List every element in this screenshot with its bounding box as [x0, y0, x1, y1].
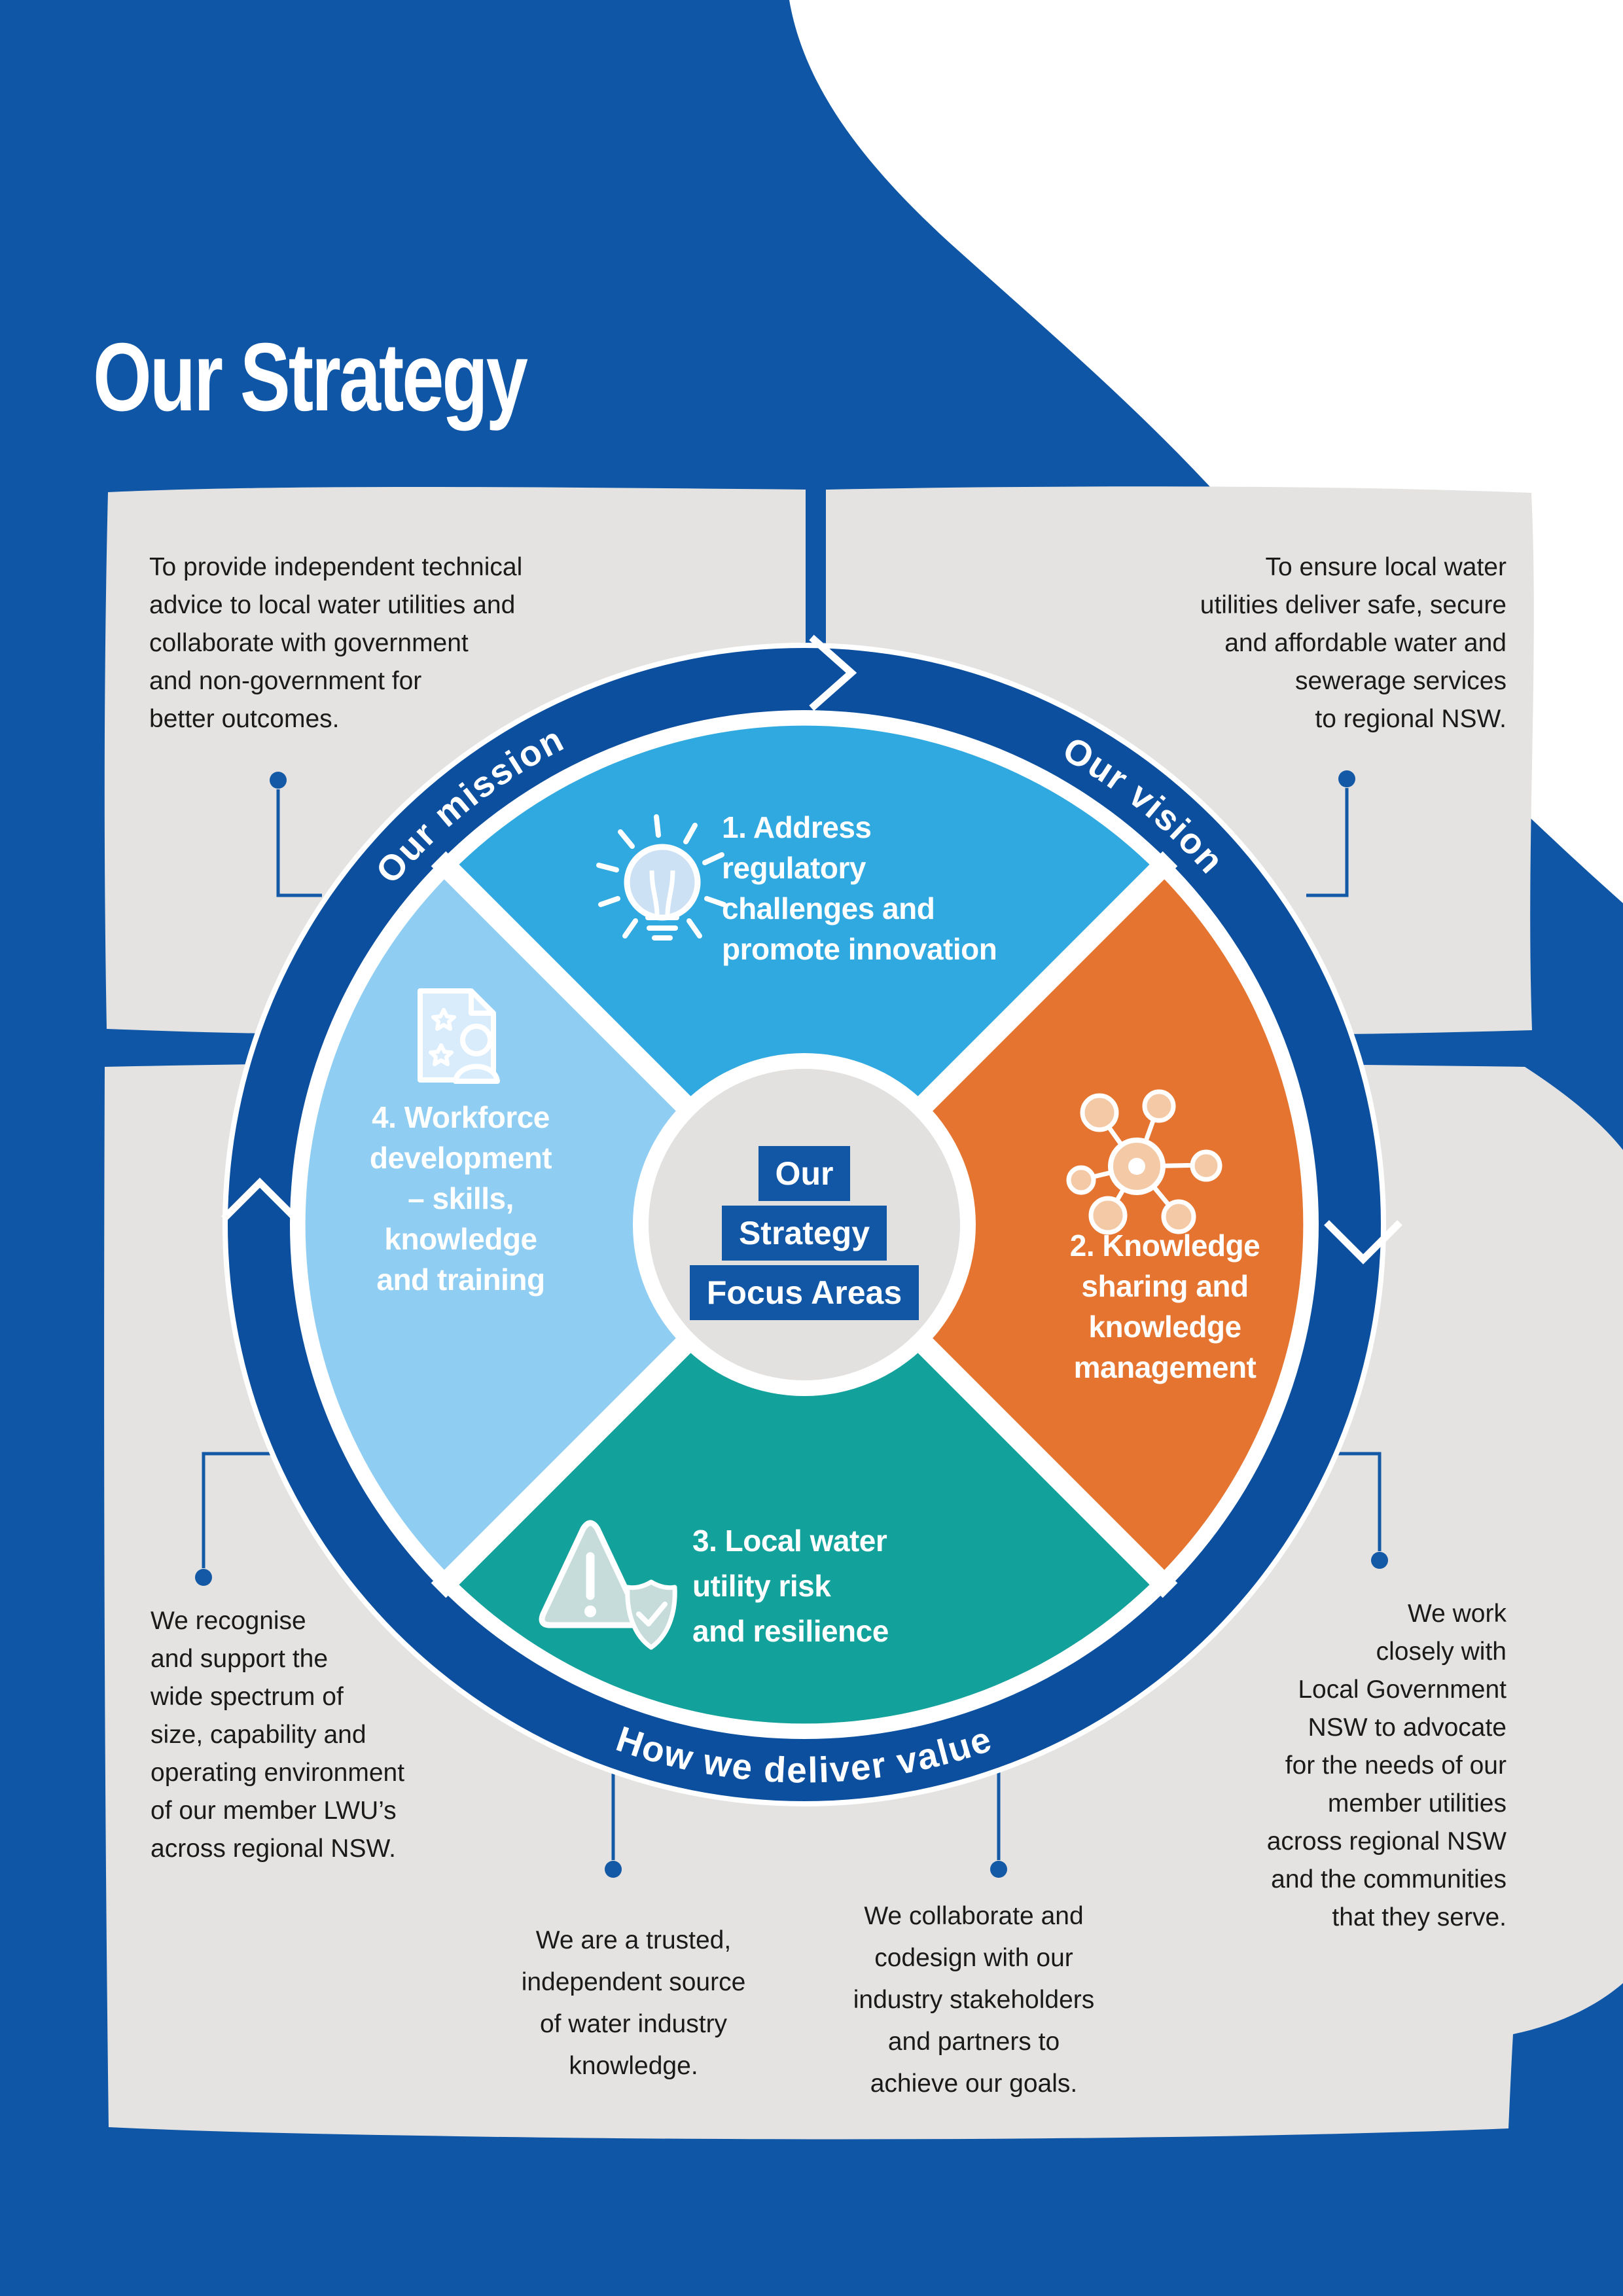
text-line: for the needs of our — [1285, 1751, 1507, 1780]
value-spectrum-statement: We recognise and support the wide spectrum… — [151, 1602, 609, 1868]
value-trusted-statement: We are a trusted, independent source of wa… — [437, 1920, 830, 2087]
advocate-connector — [1334, 1452, 1382, 1551]
certificate-person-icon — [418, 988, 500, 1084]
text-line: 2. Knowledge — [1069, 1229, 1260, 1263]
text-line: To provide independent technical — [149, 553, 523, 581]
text-line: To ensure local water — [1265, 553, 1507, 581]
text-line: wide spectrum of — [151, 1683, 344, 1711]
quadrant-4-workforce — [305, 872, 683, 1577]
connector-lines — [202, 788, 1382, 1860]
text-line: and resilience — [692, 1614, 889, 1648]
quadrant-3-risk-resilience — [452, 1346, 1157, 1724]
chevron-down-icon — [1324, 1220, 1402, 1265]
text-line: advice to local water utilities and — [149, 591, 516, 619]
text-line: codesign with our — [874, 1944, 1073, 1972]
center-focus-areas-label: Our Strategy Focus Areas — [673, 1146, 935, 1320]
text-line: utilities deliver safe, secure — [1200, 591, 1507, 619]
text-line: We work — [1408, 1600, 1507, 1628]
text-line: operating environment — [151, 1759, 405, 1787]
value-collaborate-statement: We collaborate and codesign with our indus… — [777, 1895, 1170, 2105]
quadrant-4-label: 4. Workforce development – skills, knowledg… — [264, 1097, 657, 1300]
text-line: and support the — [151, 1645, 329, 1673]
text-line: size, capability and — [151, 1721, 366, 1749]
connector-dot — [1371, 1552, 1388, 1569]
text-line: promote innovation — [722, 932, 997, 966]
center-box-strategy: Strategy — [721, 1206, 887, 1261]
network-icon — [1066, 1089, 1222, 1235]
text-line: and affordable water and — [1224, 629, 1507, 657]
mission-connector — [276, 789, 322, 897]
text-line: 3. Local water — [692, 1524, 887, 1558]
text-line: – skills, — [408, 1181, 514, 1215]
text-line: of our member LWU’s — [151, 1797, 397, 1825]
text-line: challenges and — [722, 891, 935, 925]
text-line: across regional NSW. — [151, 1835, 396, 1863]
spectrum-connector — [202, 1452, 275, 1568]
quadrant-3-label: 3. Local water utility risk and resilience — [692, 1518, 889, 1654]
text-line: independent source — [521, 1968, 746, 1996]
text-line: knowledge — [384, 1222, 537, 1256]
connector-dot — [605, 1861, 622, 1878]
text-line: and partners to — [887, 2028, 1060, 2056]
text-line: across regional NSW — [1266, 1827, 1507, 1856]
text-line: regulatory — [722, 851, 866, 885]
warning-shield-icon — [539, 1520, 677, 1650]
quadrant-1-address-regulatory — [452, 725, 1157, 1103]
text-line: Local Government — [1298, 1676, 1507, 1704]
chevron-right-icon — [809, 634, 857, 711]
text-line: knowledge — [1088, 1310, 1241, 1344]
text-line: achieve our goals. — [870, 2070, 1078, 2098]
vision-statement: To ensure local water utilities deliver s… — [1008, 548, 1507, 738]
text-line: of water industry — [539, 2010, 728, 2038]
text-line: that they serve. — [1332, 1903, 1507, 1931]
text-line: knowledge. — [569, 2052, 698, 2080]
text-line: sewerage services — [1295, 667, 1507, 695]
connector-dot — [270, 772, 287, 789]
text-line: sharing and — [1081, 1269, 1249, 1303]
text-line: closely with — [1376, 1638, 1507, 1666]
text-line: management — [1073, 1350, 1257, 1384]
connector-dot — [195, 1569, 212, 1586]
center-box-focus-areas: Focus Areas — [689, 1265, 919, 1320]
text-line: We are a trusted, — [535, 1926, 732, 1954]
text-line: We recognise — [151, 1607, 306, 1635]
text-line: collaborate with government — [149, 629, 469, 657]
center-box-our: Our — [758, 1146, 851, 1201]
text-line: We collaborate and — [864, 1902, 1084, 1930]
text-line: utility risk — [692, 1569, 831, 1603]
text-line: development — [369, 1141, 552, 1175]
text-line: industry stakeholders — [853, 1986, 1095, 2014]
text-line: and training — [376, 1263, 545, 1297]
chevron-up-icon — [221, 1177, 298, 1221]
text-line: 1. Address — [722, 810, 872, 844]
quadrant-2-label: 2. Knowledge sharing and knowledge manageme… — [969, 1225, 1361, 1388]
mission-statement: To provide independent technical advice t… — [149, 548, 647, 738]
flow-chevrons — [221, 634, 1402, 1265]
connector-dot — [1338, 770, 1355, 787]
page-title: Our Strategy — [93, 323, 528, 431]
text-line: NSW to advocate — [1308, 1713, 1507, 1742]
vision-connector — [1306, 788, 1349, 897]
connector-dots — [195, 770, 1388, 1878]
text-line: and non-government for — [149, 667, 422, 695]
text-line: to regional NSW. — [1315, 705, 1507, 733]
quadrant-1-label: 1. Address regulatory challenges and promot… — [722, 807, 997, 969]
text-line: and the communities — [1271, 1865, 1507, 1893]
text-line: 4. Workforce — [372, 1100, 550, 1134]
text-line: member utilities — [1327, 1789, 1507, 1818]
lightbulb-icon — [596, 814, 726, 941]
text-line: better outcomes. — [149, 705, 340, 733]
connector-dot — [990, 1861, 1007, 1878]
